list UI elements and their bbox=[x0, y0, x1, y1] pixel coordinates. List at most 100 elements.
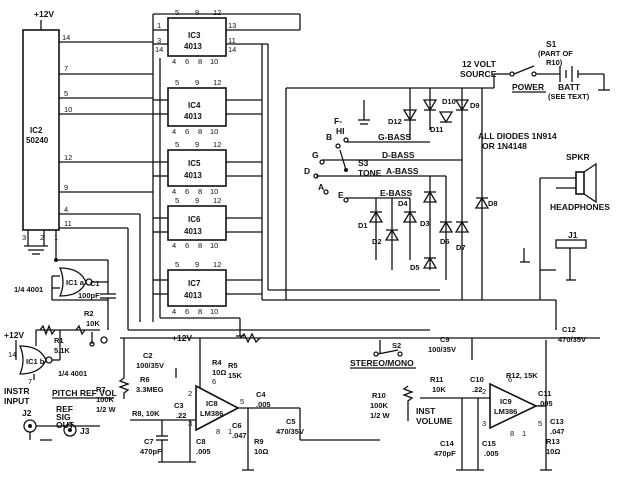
diode-matrix: D12 D10 D11 D9 ALL DIODES 1N914 OR 1N414… bbox=[262, 88, 557, 301]
ic2-group: IC2 50240 +12V 14 7 5 10 12 9 4 11 3 2 1 bbox=[22, 9, 430, 331]
r2-value: 10K bbox=[86, 319, 100, 328]
ref-sig-out-l3: OUT bbox=[56, 420, 75, 430]
s3-pos-d: D bbox=[304, 166, 310, 176]
ic8-name: IC8 bbox=[206, 399, 218, 408]
s3-pos-e: E bbox=[338, 190, 344, 200]
ic9-pin-6: 6 bbox=[508, 375, 512, 384]
ic9-part: LM386 bbox=[494, 407, 517, 416]
ic9-pin-3: 3 bbox=[482, 419, 486, 428]
ic6-group: IC6 4013 5 9 12 4 6 8 10 bbox=[167, 196, 227, 250]
ic8-part: LM386 bbox=[200, 409, 223, 418]
ic7-pin-8: 8 bbox=[198, 307, 202, 316]
ic1b-label: IC1 b bbox=[26, 357, 45, 366]
ic1-group: IC1 a 1/4 4001 IC1 b 1/4 4001 14 7 +12V … bbox=[4, 260, 117, 406]
ic7-pin-9: 9 bbox=[195, 260, 199, 269]
ic4-pin-8: 8 bbox=[198, 127, 202, 136]
ic9-body bbox=[489, 382, 538, 430]
ic3-pin-4: 4 bbox=[172, 57, 176, 66]
ic2-pin-9: 9 bbox=[64, 183, 68, 192]
ic1b-pin-14: 14 bbox=[8, 350, 16, 359]
ic3-pin-12: 12 bbox=[213, 8, 221, 17]
ic7-pin-5: 5 bbox=[175, 260, 179, 269]
c9-value: 100/35V bbox=[428, 345, 456, 354]
c4-value: .005 bbox=[256, 400, 271, 409]
ic6-part: 4013 bbox=[184, 227, 202, 236]
d5-label: D5 bbox=[410, 263, 420, 272]
ic3-pin-5: 5 bbox=[175, 8, 179, 17]
ic3-part: 4013 bbox=[184, 42, 202, 51]
ic7-pin-10: 10 bbox=[210, 307, 218, 316]
ic6-name: IC6 bbox=[188, 215, 201, 224]
input-jacks: J2 J3 REF SIG OUT bbox=[22, 404, 100, 441]
ic2-pin-2: 2 bbox=[40, 233, 44, 242]
ic5-pin-12: 12 bbox=[213, 140, 221, 149]
s2-contact-b[interactable] bbox=[397, 351, 403, 357]
r1-value: 5.1K bbox=[54, 346, 70, 355]
d-bass-label: D-BASS bbox=[382, 150, 415, 160]
ic3-pin-10: 10 bbox=[210, 57, 218, 66]
c5-name: C5 bbox=[286, 417, 296, 426]
c7-name: C7 bbox=[144, 437, 154, 446]
ic7-name: IC7 bbox=[188, 279, 201, 288]
ic9-pin-1: 1 bbox=[522, 429, 526, 438]
ic2-pin-5: 5 bbox=[64, 89, 68, 98]
s3-contact-a[interactable] bbox=[323, 189, 329, 195]
ic9-pin-5: 5 bbox=[538, 419, 542, 428]
ic6-body bbox=[167, 205, 227, 241]
ic1-supply-label: +12V bbox=[4, 330, 24, 340]
ic3-pin-14: 14 bbox=[228, 45, 236, 54]
c12-value: 470/35V bbox=[558, 335, 586, 344]
c8-value: .005 bbox=[196, 447, 211, 456]
c2-name: C2 bbox=[143, 351, 153, 360]
r13-value: 10Ω bbox=[546, 447, 560, 456]
ic8-pin-2: 2 bbox=[188, 389, 192, 398]
ic9-pin-2: 2 bbox=[482, 387, 486, 396]
output-section: SPKR HEADPHONES J1 bbox=[520, 152, 610, 300]
c15-name: C15 bbox=[482, 439, 496, 448]
ic6-pin-12: 12 bbox=[213, 196, 221, 205]
c12-name: C12 bbox=[562, 325, 576, 334]
ic2-pin-7: 7 bbox=[64, 64, 68, 73]
s2-contact-a[interactable] bbox=[373, 351, 379, 357]
ic3-pin-9: 9 bbox=[195, 8, 199, 17]
r1-name: R1 bbox=[54, 336, 64, 345]
r9-name: R9 bbox=[254, 437, 264, 446]
s1-note-l2: R10) bbox=[546, 58, 563, 67]
ic4-pin-5: 5 bbox=[175, 78, 179, 87]
ic1b-part: 1/4 4001 bbox=[58, 369, 87, 378]
d1-label: D1 bbox=[358, 221, 368, 230]
s3-name: S3 bbox=[358, 158, 369, 168]
ic7-part: 4013 bbox=[184, 291, 202, 300]
r11-value: 10K bbox=[432, 385, 446, 394]
d6-label: D6 bbox=[440, 237, 450, 246]
r10-power: 1/2 W bbox=[370, 411, 391, 420]
power-section: S1 (PART OF R10) POWER BATT (SEE TEXT) 1… bbox=[410, 39, 610, 101]
ic4-pin-12: 12 bbox=[213, 78, 221, 87]
s3-tone: TONE bbox=[358, 168, 382, 178]
ic4-body bbox=[167, 87, 227, 127]
amp2-group: S2 STEREO/MONO C9 100/35V R10 100K 1/2 W… bbox=[300, 300, 586, 471]
r8-label: R8, 10K bbox=[132, 409, 160, 418]
ic7-group: IC7 4013 5 9 12 4 6 8 10 bbox=[167, 260, 227, 316]
ic8-pin-1: 1 bbox=[228, 427, 232, 436]
pitch-ref-label: PITCH REF VOL bbox=[52, 388, 117, 398]
ic8-pin-3: 3 bbox=[188, 419, 192, 428]
j1-jack[interactable] bbox=[555, 239, 587, 249]
r6-name: R6 bbox=[140, 375, 150, 384]
ref-sig-out-l1: REF bbox=[56, 404, 73, 414]
ic5-pin-9: 9 bbox=[195, 140, 199, 149]
j3-label: J3 bbox=[80, 426, 90, 436]
ic4-pin-4: 4 bbox=[172, 127, 176, 136]
c13-name: C13 bbox=[550, 417, 564, 426]
ic3-name: IC3 bbox=[188, 31, 201, 40]
s3-contact-b[interactable] bbox=[335, 143, 341, 149]
s1-contact-a[interactable] bbox=[509, 71, 515, 77]
s3-pos-a: A bbox=[318, 182, 324, 192]
j3-jack[interactable] bbox=[63, 423, 77, 437]
s1-contact-b[interactable] bbox=[531, 71, 537, 77]
c3-value: .22 bbox=[176, 411, 186, 420]
instr-input-l2: INPUT bbox=[4, 396, 30, 406]
ic6-pin-5: 5 bbox=[175, 196, 179, 205]
c4-name: C4 bbox=[256, 390, 266, 399]
c11-name: C11 bbox=[538, 389, 551, 398]
